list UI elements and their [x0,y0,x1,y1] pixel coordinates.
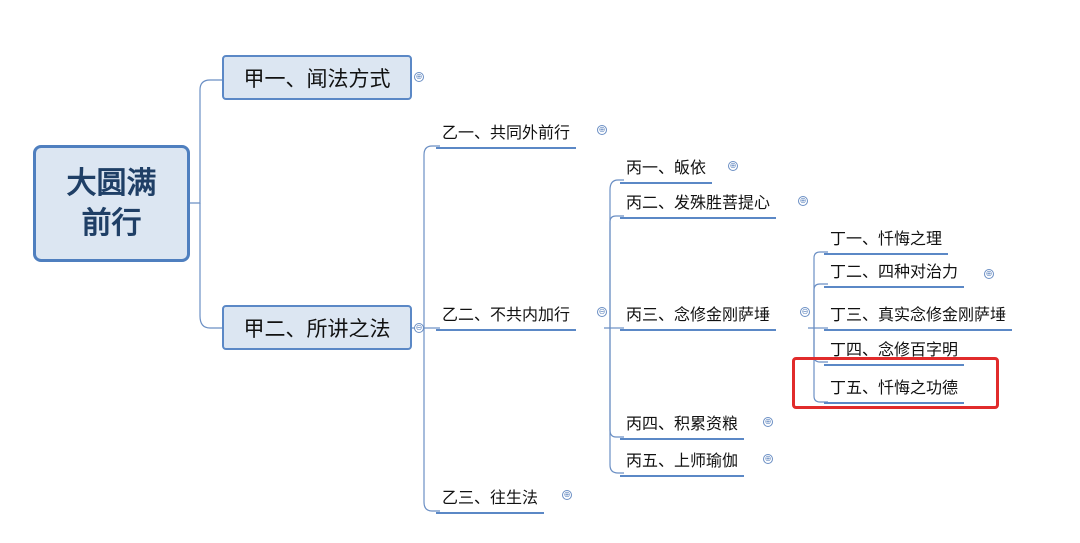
expand-toggle-icon[interactable]: ⊕ [728,161,738,171]
expand-toggle-icon[interactable]: ⊕ [763,417,773,427]
expand-toggle-icon[interactable]: ⊕ [562,490,572,500]
topic-yi-1[interactable]: 乙一、共同外前行 [436,123,577,149]
topic-bing-1[interactable]: 丙一、皈依 [620,158,713,184]
topic-bing-3-label: 丙三、念修金刚萨埵 [626,305,771,324]
topic-bing-2[interactable]: 丙二、发殊胜菩提心 [620,193,777,219]
collapse-toggle-icon[interactable]: ⊖ [800,307,810,317]
topic-yi-1-label: 乙一、共同外前行 [442,123,571,142]
expand-toggle-icon[interactable]: ⊕ [798,196,808,206]
root-topic-label: 大圆满 前行 [66,165,157,241]
topic-ding-5[interactable]: 丁五、忏悔之功德 [824,378,965,404]
topic-yi-2-label: 乙二、不共内加行 [442,305,571,324]
topic-bing-5-label: 丙五、上师瑜伽 [626,451,739,470]
expand-toggle-icon[interactable]: ⊕ [984,269,994,279]
expand-toggle-icon[interactable]: ⊕ [414,72,424,82]
topic-ding-2-label: 丁二、四种对治力 [830,262,959,281]
topic-jia-2[interactable]: 甲二、所讲之法 [222,305,412,350]
topic-bing-5[interactable]: 丙五、上师瑜伽 [620,451,745,477]
topic-ding-4[interactable]: 丁四、念修百字明 [824,340,965,366]
expand-toggle-icon[interactable]: ⊕ [763,454,773,464]
topic-ding-1[interactable]: 丁一、忏悔之理 [824,229,949,255]
topic-yi-2[interactable]: 乙二、不共内加行 [436,305,577,331]
expand-toggle-icon[interactable]: ⊕ [597,125,607,135]
topic-jia-2-label: 甲二、所讲之法 [243,316,391,341]
topic-ding-3[interactable]: 丁三、真实念修金刚萨埵 [824,305,1013,331]
root-topic[interactable]: 大圆满 前行 [33,145,190,262]
topic-bing-4-label: 丙四、积累资粮 [626,414,739,433]
topic-ding-3-label: 丁三、真实念修金刚萨埵 [830,305,1007,324]
topic-ding-1-label: 丁一、忏悔之理 [830,229,943,248]
highlight-box [792,357,999,409]
collapse-toggle-icon[interactable]: ⊖ [414,323,424,333]
topic-bing-2-label: 丙二、发殊胜菩提心 [626,193,771,212]
topic-ding-5-label: 丁五、忏悔之功德 [830,378,959,397]
topic-jia-1-label: 甲一、闻法方式 [243,66,391,91]
topic-ding-2[interactable]: 丁二、四种对治力 [824,262,965,288]
topic-bing-4[interactable]: 丙四、积累资粮 [620,414,745,440]
topic-yi-3[interactable]: 乙三、往生法 [436,488,545,514]
topic-yi-3-label: 乙三、往生法 [442,488,539,507]
topic-jia-1[interactable]: 甲一、闻法方式 [222,55,412,100]
collapse-toggle-icon[interactable]: ⊖ [597,307,607,317]
topic-ding-4-label: 丁四、念修百字明 [830,340,959,359]
topic-bing-1-label: 丙一、皈依 [626,158,707,177]
topic-bing-3[interactable]: 丙三、念修金刚萨埵 [620,305,777,331]
